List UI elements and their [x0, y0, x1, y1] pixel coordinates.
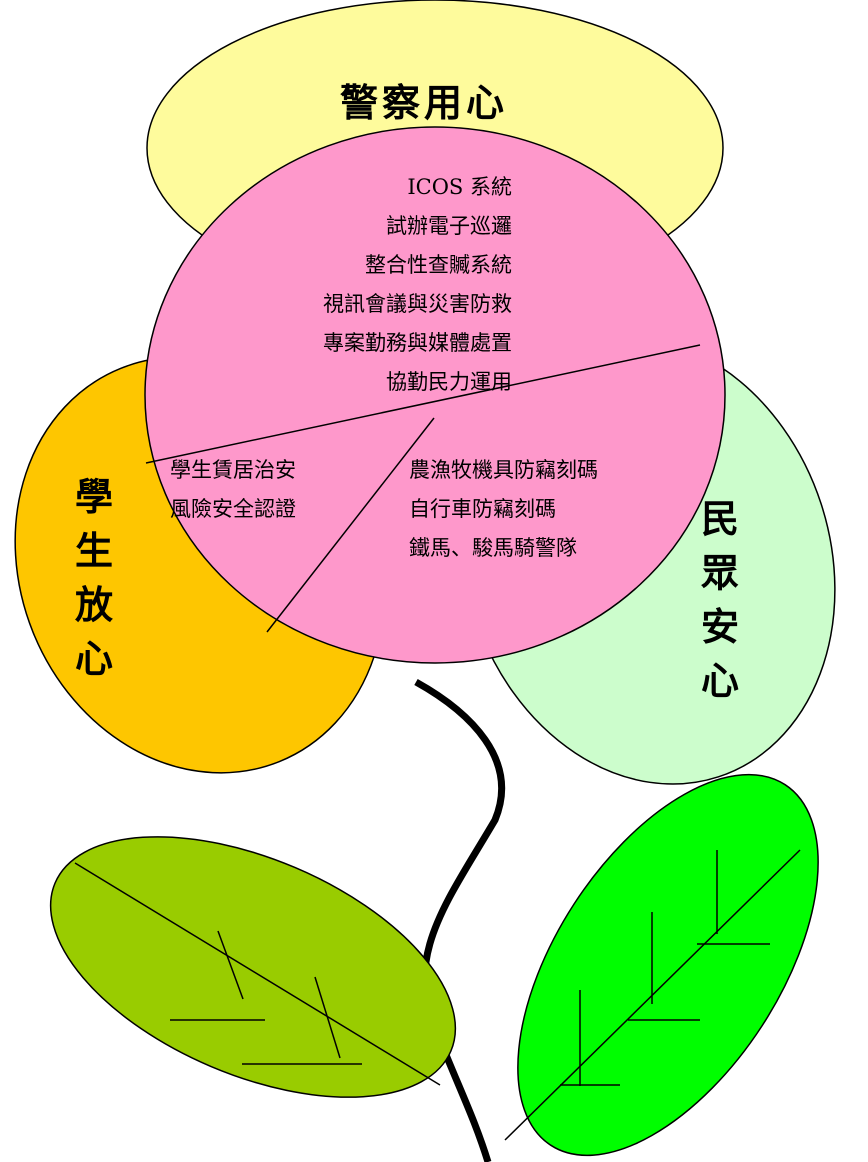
student-item: 風險安全認證: [170, 497, 296, 521]
center-divider-horizontal: [145, 344, 701, 464]
student-item: 學生賃居治安: [170, 458, 296, 482]
public-item: 自行車防竊刻碼: [409, 497, 556, 521]
petal-top-title: 警察用心: [340, 80, 509, 125]
petal-right-title-char: 眾: [700, 550, 739, 595]
petal-left-title-char: 放: [74, 582, 113, 627]
petal-right-title: 民 眾 安 心: [698, 492, 742, 708]
police-item: 協勤民力運用: [386, 370, 512, 394]
leaf-left-blade: [49, 836, 457, 1098]
petal-left-title: 學 生 放 心: [72, 470, 116, 686]
center-circle: [144, 126, 726, 664]
leaf-left-vein-1: [217, 930, 244, 1000]
petal-right-title-char: 民: [700, 496, 739, 541]
leaf-left-vein-3: [314, 976, 341, 1059]
police-item: ICOS 系統: [407, 175, 512, 199]
center-divider-diagonal: [266, 417, 435, 633]
stem: [414, 678, 506, 1162]
petal-left-title-char: 生: [74, 528, 113, 573]
police-items: ICOS 系統 試辦電子巡邏 整合性查贓系統 視訊會議與災害防救 專案勤務與媒體…: [323, 168, 512, 402]
leaf-left-vein-main: [74, 862, 441, 1086]
leaf-right-blade: [517, 773, 819, 1157]
petal-right-title-char: 安: [700, 604, 739, 649]
leaf-left: [49, 836, 457, 1098]
police-item: 整合性查贓系統: [365, 253, 512, 277]
petal-left-title-char: 學: [74, 474, 113, 519]
public-items: 農漁牧機具防竊刻碼 自行車防竊刻碼 鐵馬、駿馬騎警隊: [409, 451, 598, 568]
public-item: 鐵馬、駿馬騎警隊: [409, 536, 577, 560]
petal-left-title-char: 心: [74, 636, 113, 681]
police-item: 試辦電子巡邏: [386, 214, 512, 238]
student-items: 學生賃居治安 風險安全認證: [170, 451, 296, 529]
public-item: 農漁牧機具防竊刻碼: [409, 458, 598, 482]
leaf-right: [504, 773, 819, 1157]
police-item: 專案勤務與媒體處置: [323, 331, 512, 355]
petal-right-title-char: 心: [700, 658, 739, 703]
police-item: 視訊會議與災害防救: [323, 292, 512, 316]
